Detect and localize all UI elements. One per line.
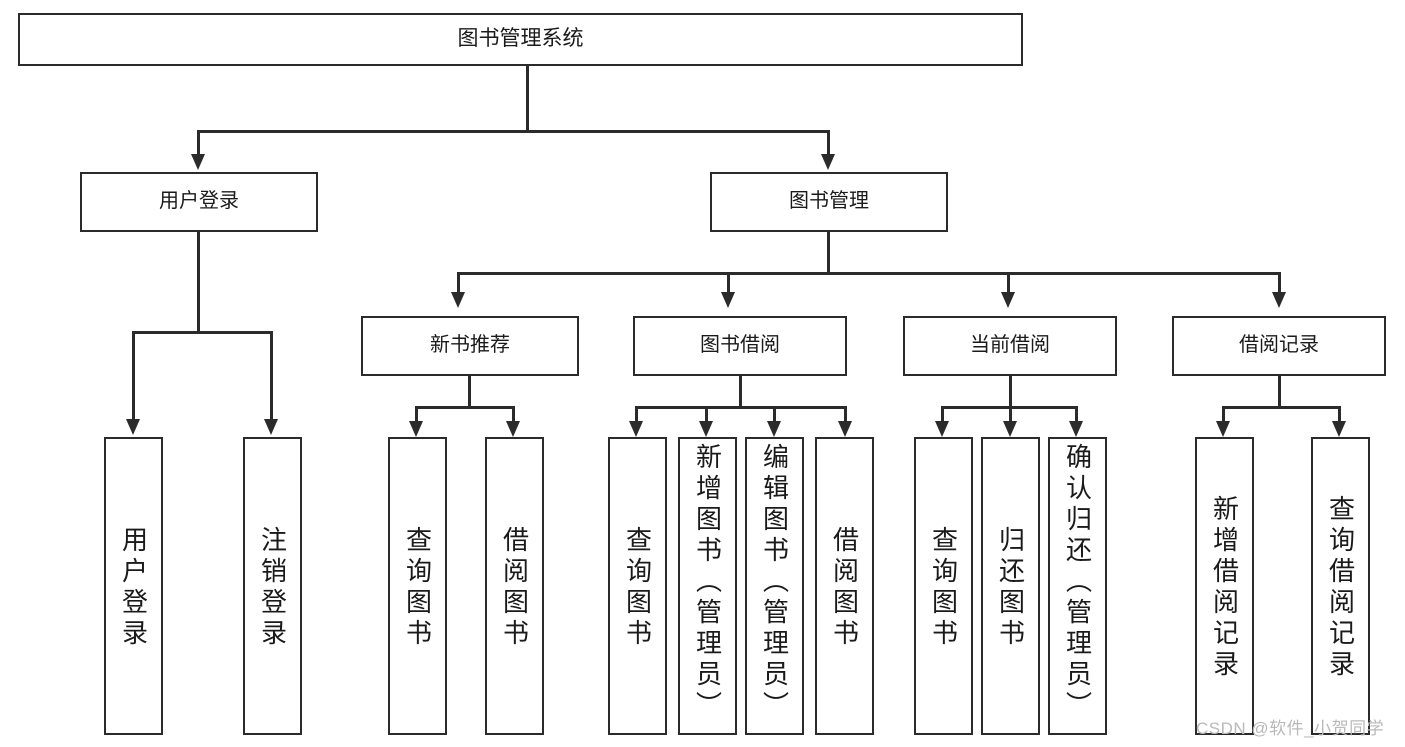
leaf-book-borrow-borrow-books[interactable]: 借阅图书: [815, 437, 874, 735]
arrow-user-login-leaf-2: [264, 419, 278, 435]
node-label: 用户登录: [159, 190, 239, 213]
node-label: 查询图书: [622, 526, 653, 650]
node-user-login[interactable]: 用户登录: [80, 172, 318, 232]
node-book-borrow[interactable]: 图书借阅: [633, 316, 847, 376]
leaf-book-borrow-add-book-admin[interactable]: 新增图书（管理员）: [678, 437, 737, 735]
connector-book-borrow-leaf-4: [844, 406, 847, 423]
connector-borrow-record-leaf-2: [1338, 406, 1341, 423]
connector-book-borrow-leaf-1: [635, 406, 638, 423]
connector-user-login-split-bar: [132, 331, 273, 334]
node-label: 新书推荐: [430, 334, 510, 357]
node-borrow-record[interactable]: 借阅记录: [1172, 316, 1386, 376]
connector-current-borrow-trunk: [1009, 376, 1012, 408]
node-book-management-system[interactable]: 图书管理系统: [18, 13, 1023, 66]
connector-new-book-leaf-1: [415, 406, 418, 423]
connector-new-book-split-bar: [415, 406, 515, 409]
node-new-book-recommend[interactable]: 新书推荐: [361, 316, 579, 376]
node-label: 新增图书（管理员）: [692, 443, 723, 722]
connector-bm-to-new-book: [457, 272, 460, 294]
connector-borrow-record-split-bar: [1222, 406, 1340, 409]
leaf-book-borrow-edit-book-admin[interactable]: 编辑图书（管理员）: [745, 437, 804, 735]
connector-borrow-record-leaf-1: [1222, 406, 1225, 423]
arrow-borrow-record-leaf-1: [1216, 421, 1230, 437]
connector-root-to-book-management: [827, 130, 830, 156]
arrow-current-borrow-leaf-2: [1003, 421, 1017, 437]
node-label: 编辑图书（管理员）: [759, 443, 790, 722]
connector-book-management-split-bar: [457, 272, 1281, 275]
connector-current-borrow-leaf-3: [1075, 406, 1078, 423]
node-label: 查询借阅记录: [1325, 495, 1356, 681]
connector-root-trunk: [526, 66, 529, 132]
connector-new-book-trunk: [468, 376, 471, 408]
node-label: 借阅图书: [829, 526, 860, 650]
node-label: 当前借阅: [970, 334, 1050, 357]
arrow-book-borrow-leaf-3: [767, 421, 781, 437]
node-label: 注销登录: [257, 526, 288, 650]
arrow-bm-to-borrow-record: [1272, 292, 1286, 308]
node-label: 图书管理系统: [457, 27, 584, 51]
connector-user-login-leaf-1: [132, 331, 135, 421]
arrow-bm-to-new-book: [451, 292, 465, 308]
node-current-borrow[interactable]: 当前借阅: [903, 316, 1117, 376]
connector-root-split-bar: [197, 130, 830, 133]
arrow-bm-to-book-borrow: [721, 292, 735, 308]
node-label: 查询图书: [402, 526, 433, 650]
arrow-user-login-leaf-1: [126, 419, 140, 435]
leaf-user-login-sign-in[interactable]: 用户登录: [104, 437, 163, 735]
connector-current-borrow-leaf-1: [941, 406, 944, 423]
leaf-current-borrow-confirm-return-admin[interactable]: 确认归还（管理员）: [1048, 437, 1107, 735]
arrow-new-book-leaf-1: [409, 421, 423, 437]
connector-new-book-leaf-2: [512, 406, 515, 423]
connector-bm-to-book-borrow: [727, 272, 730, 294]
leaf-current-borrow-query-books[interactable]: 查询图书: [914, 437, 973, 735]
connector-borrow-record-trunk: [1278, 376, 1281, 408]
leaf-borrow-record-add-record[interactable]: 新增借阅记录: [1195, 437, 1254, 735]
node-label: 借阅记录: [1239, 334, 1319, 357]
connector-user-login-leaf-2: [270, 331, 273, 421]
node-label: 借阅图书: [499, 526, 530, 650]
leaf-user-login-sign-out[interactable]: 注销登录: [243, 437, 302, 735]
arrow-bm-to-current-borrow: [1001, 292, 1015, 308]
connector-book-borrow-leaf-3: [773, 406, 776, 423]
node-label: 新增借阅记录: [1209, 495, 1240, 681]
leaf-new-book-query-books[interactable]: 查询图书: [388, 437, 447, 735]
arrow-book-borrow-leaf-1: [629, 421, 643, 437]
node-label: 归还图书: [995, 526, 1026, 650]
leaf-new-book-borrow-books[interactable]: 借阅图书: [485, 437, 544, 735]
connector-book-borrow-split-bar: [635, 406, 847, 409]
arrow-book-borrow-leaf-2: [699, 421, 713, 437]
arrow-root-to-user-login: [191, 154, 205, 170]
arrow-current-borrow-leaf-1: [935, 421, 949, 437]
arrow-current-borrow-leaf-3: [1069, 421, 1083, 437]
connector-book-management-trunk: [827, 232, 830, 274]
arrow-root-to-book-management: [821, 154, 835, 170]
node-label: 查询图书: [928, 526, 959, 650]
node-label: 图书借阅: [700, 334, 780, 357]
arrow-borrow-record-leaf-2: [1332, 421, 1346, 437]
connector-root-to-user-login: [197, 130, 200, 156]
node-book-management[interactable]: 图书管理: [710, 172, 948, 232]
connector-book-borrow-leaf-2: [705, 406, 708, 423]
node-label: 确认归还（管理员）: [1062, 443, 1093, 722]
arrow-new-book-leaf-2: [506, 421, 520, 437]
arrow-book-borrow-leaf-4: [838, 421, 852, 437]
node-label: 图书管理: [789, 190, 869, 213]
connector-bm-to-current-borrow: [1007, 272, 1010, 294]
connector-bm-to-borrow-record: [1278, 272, 1281, 294]
node-label: 用户登录: [118, 526, 149, 650]
connector-book-borrow-trunk: [739, 376, 742, 408]
connector-user-login-trunk: [197, 232, 200, 333]
leaf-current-borrow-return-books[interactable]: 归还图书: [981, 437, 1040, 735]
leaf-book-borrow-query-books[interactable]: 查询图书: [608, 437, 667, 735]
leaf-borrow-record-query-record[interactable]: 查询借阅记录: [1311, 437, 1370, 735]
connector-current-borrow-leaf-2: [1009, 406, 1012, 423]
